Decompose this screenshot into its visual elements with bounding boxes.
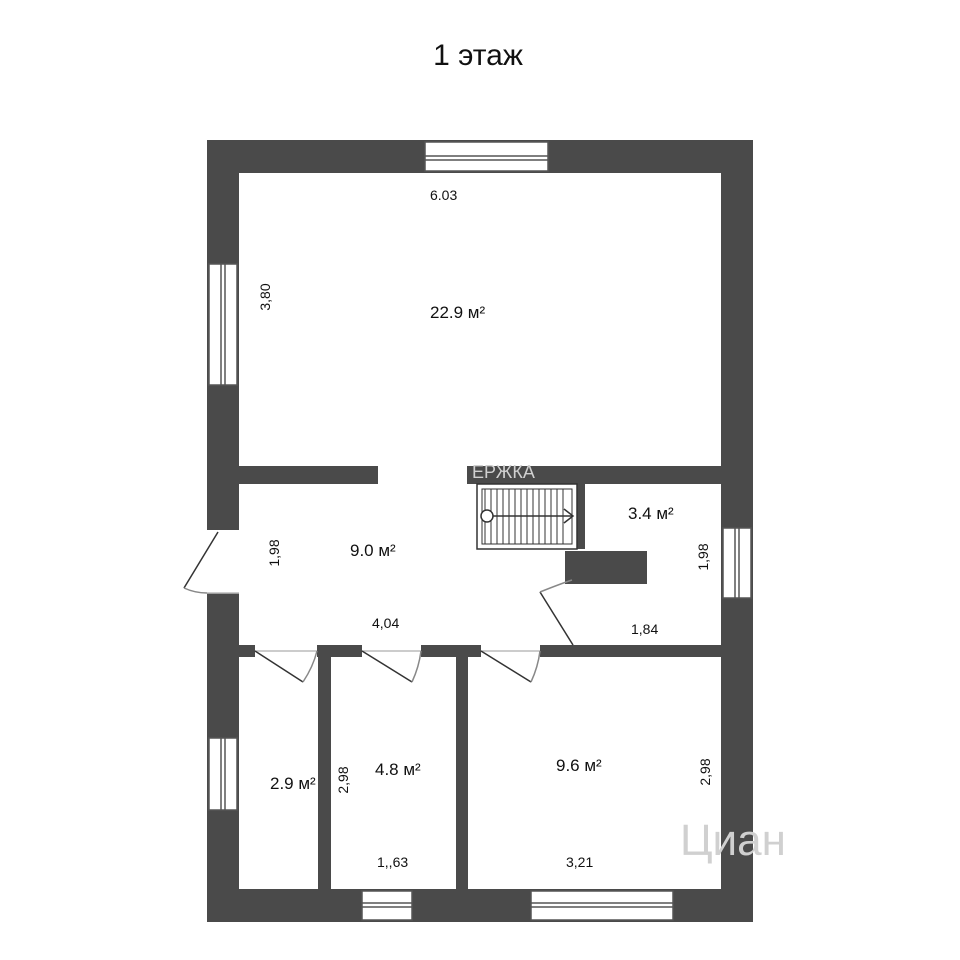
entrance-jamb-top: [207, 486, 239, 530]
door-small-room: [361, 650, 422, 683]
storage-block: [565, 551, 647, 584]
living-height: 3,80: [257, 283, 273, 310]
cian-watermark: Циан: [680, 816, 786, 865]
staircase: [476, 483, 578, 550]
bedroom-width: 3,21: [566, 854, 593, 870]
small-bedroom-wall: [456, 657, 468, 889]
window-right-storage: [722, 527, 752, 599]
window-left-living: [208, 263, 238, 386]
doors: [183, 531, 574, 683]
hall-bottom-wall-2: [317, 645, 362, 657]
small-room-width: 1,,63: [377, 854, 408, 870]
bath-small-wall: [318, 657, 331, 889]
bedroom-height: 2,98: [697, 758, 713, 785]
entrance-opening: [205, 530, 242, 593]
entrance-door: [183, 531, 239, 594]
door-bedroom: [480, 650, 541, 683]
hall-height: 1,98: [266, 539, 282, 566]
hall-watermark: ЕРЖКА: [472, 462, 535, 482]
living-hall-wall-right: [467, 466, 721, 484]
living-hall-wall-left: [239, 466, 378, 484]
window-left-bath: [208, 737, 238, 811]
dimensions: 6.03 3,80 4,04 1,98 1,84 1,98 2,98 1,,63…: [257, 187, 713, 870]
hall-width: 4,04: [372, 615, 399, 631]
bedroom-area: 9.6 м²: [556, 756, 602, 775]
hall-bottom-wall-3: [421, 645, 481, 657]
bath-area: 2.9 м²: [270, 774, 316, 793]
storage-width: 1,84: [631, 621, 658, 637]
storage-area: 3.4 м²: [628, 504, 674, 523]
hall-area: 9.0 м²: [350, 541, 396, 560]
hall-bottom-wall-4: [540, 645, 721, 657]
door-storage: [539, 579, 574, 646]
interior-walls: [239, 466, 721, 889]
window-bottom-small: [361, 890, 413, 921]
bath-height: 2,98: [335, 766, 351, 793]
window-bottom-bedroom: [530, 890, 674, 921]
living-area: 22.9 м²: [430, 303, 485, 322]
stair-arrow-icon: [563, 508, 575, 524]
floor-title: 1 этаж: [433, 39, 523, 72]
room-areas: 22.9 м² 9.0 м² 3.4 м² 2.9 м² 4.8 м² 9.6 …: [270, 303, 674, 793]
stair-storage-wall: [577, 484, 585, 549]
living-width: 6.03: [430, 187, 457, 203]
door-bath: [254, 650, 318, 683]
small-room-area: 4.8 м²: [375, 760, 421, 779]
storage-height: 1,98: [695, 543, 711, 570]
window-top: [424, 141, 549, 172]
windows: [208, 141, 752, 921]
stair-start-circle: [480, 509, 494, 523]
hall-bottom-wall-1: [239, 645, 255, 657]
